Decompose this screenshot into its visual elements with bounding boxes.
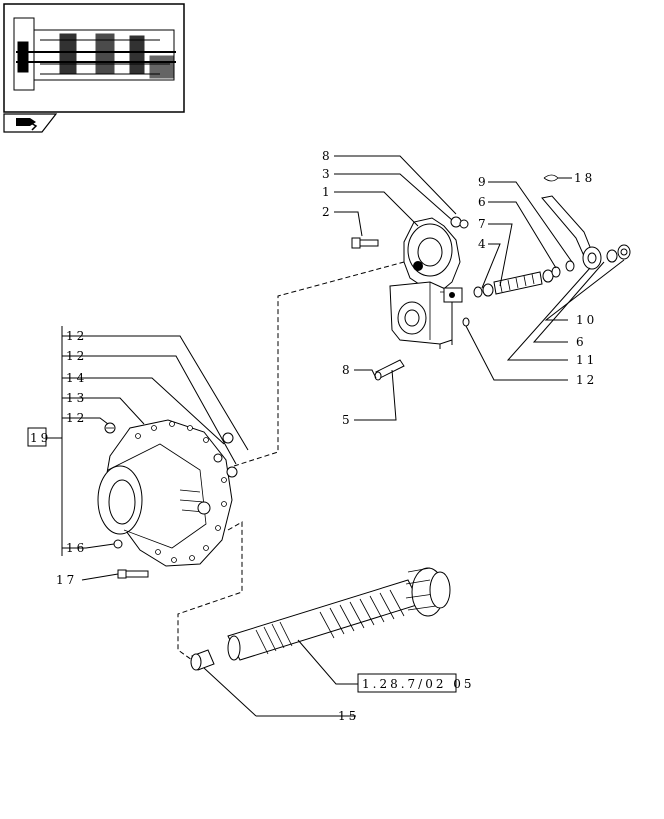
callout-10: 10: [576, 313, 597, 327]
callout-4: 4: [478, 237, 489, 251]
callout-12-a: 12: [66, 329, 87, 343]
leader-lines: [46, 155, 625, 717]
shaft-part-7: [473, 269, 554, 298]
washers-upper: [450, 216, 469, 229]
lever-arm-part-9: [541, 195, 631, 278]
lever-housing: [389, 217, 463, 345]
callout-14: 14: [66, 371, 87, 385]
splined-shaft: [227, 567, 451, 661]
callout-11: 11: [576, 353, 597, 367]
plugs-part-12: [104, 422, 238, 549]
callout-7: 7: [478, 217, 489, 231]
callout-16: 16: [66, 541, 87, 555]
differential-housing-part-13: [97, 419, 233, 567]
callout-18: 18: [574, 171, 595, 185]
callout-9: 9: [478, 175, 489, 189]
callout-6-top: 6: [478, 195, 489, 209]
transmission-thumbnail[interactable]: [3, 3, 185, 113]
callout-1: 1: [322, 185, 333, 199]
group-box-19[interactable]: 19: [27, 427, 51, 447]
callout-8-bottom: 8: [342, 363, 353, 377]
callout-15: 15: [338, 709, 359, 723]
assembly-guide-lines: [177, 261, 453, 661]
reference-label: 1.28.7/02 05: [362, 677, 475, 691]
pin-part-5: [374, 317, 470, 381]
reference-link-box[interactable]: 1.28.7/02 05: [357, 673, 475, 693]
bushing-part-15: [190, 649, 215, 671]
callout-3: 3: [322, 167, 333, 181]
bolt-part-2: [351, 237, 379, 249]
callout-13: 13: [66, 391, 87, 405]
callout-labels: 8 3 1 2 9 6 7 4 18 10 6 11 12 8 5 12 12 …: [56, 149, 597, 723]
callout-19: 19: [30, 431, 51, 445]
callout-8-top: 8: [322, 149, 333, 163]
bolt-part-17: [117, 569, 149, 579]
callout-12-b: 12: [66, 349, 87, 363]
callout-2: 2: [322, 205, 333, 219]
clip-part-18: [543, 174, 559, 182]
callout-5: 5: [342, 413, 353, 427]
callout-17: 17: [56, 573, 77, 587]
callout-12-c: 12: [66, 411, 87, 425]
next-page-arrow-icon[interactable]: [3, 113, 58, 133]
callout-6-bottom: 6: [576, 335, 587, 349]
callout-12-right: 12: [576, 373, 597, 387]
